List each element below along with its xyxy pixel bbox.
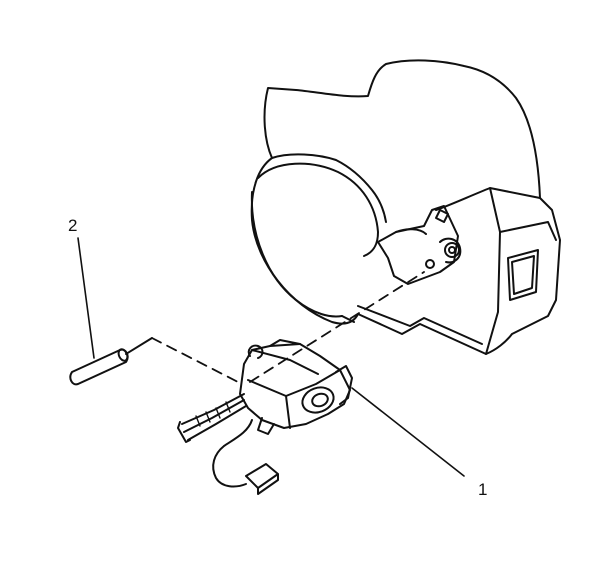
housing-recess: [377, 205, 459, 285]
housing-outer-contour: [250, 59, 561, 355]
callout-label-1: 1: [478, 480, 488, 499]
housing-lower-edge: [341, 305, 483, 345]
housing-opening-inner: [257, 162, 379, 257]
housing-recess-detail: [395, 228, 462, 264]
housing-right-block: [435, 187, 557, 355]
alignment-line-pin-to-switch: [151, 337, 239, 383]
switch-tab-bottom: [257, 417, 275, 435]
pin-leader-connector: [125, 337, 153, 355]
switch-wire-harness: [177, 393, 247, 443]
alignment-line-switch-to-housing: [249, 271, 425, 383]
switch-wire-harness-ridges: [195, 401, 231, 427]
switch-mount-ear: [247, 344, 264, 359]
alignment-lines: [151, 271, 425, 383]
housing-pivot-hole-inner: [448, 246, 456, 254]
switch-assembly: [177, 339, 353, 495]
switch-top-face: [251, 343, 319, 375]
switch-front-face: [247, 369, 341, 429]
switch-body: [239, 339, 351, 429]
pin: [69, 337, 153, 386]
switch-connector: [245, 463, 279, 495]
switch-lock-cylinder: [301, 386, 335, 414]
housing-shroud: [250, 59, 561, 355]
switch-right-bracket: [335, 365, 353, 405]
callout-label-2: 2: [68, 216, 78, 235]
switch-lock-cylinder-inner: [311, 392, 329, 408]
housing-pivot-hole: [444, 242, 460, 258]
pin-end: [117, 348, 129, 362]
leader-line-1: [351, 387, 465, 477]
housing-window: [507, 249, 539, 301]
switch-pigtail-wire: [212, 419, 253, 488]
housing-top-seam: [271, 153, 387, 223]
leader-lines: [77, 237, 465, 477]
housing-small-hole: [425, 259, 435, 269]
leader-line-2: [77, 237, 95, 359]
housing-tab: [435, 209, 449, 223]
housing-opening-rim: [250, 191, 343, 318]
